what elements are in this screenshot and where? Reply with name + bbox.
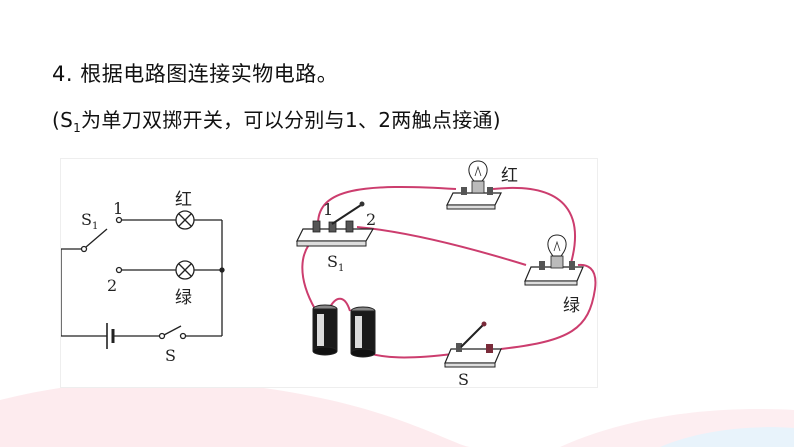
physical-s-label: S (458, 370, 469, 387)
wire-switch-s-to-battery (362, 350, 454, 359)
physical-red-lamp (446, 160, 502, 210)
physical-contact-2-label: 2 (366, 210, 376, 229)
note-subscript: 1 (73, 121, 82, 135)
physical-switch-s1 (296, 201, 375, 247)
wire-junction-to-switch-s (500, 263, 597, 350)
circuit-schematic (61, 210, 225, 349)
note-text: 为单刀双掷开关，可以分别与1、2两触点接通) (81, 108, 501, 132)
switch-s-contact (179, 332, 187, 340)
figure-panel: S1 1 2 红 绿 S (60, 158, 598, 388)
contact-2-dot (115, 266, 123, 274)
wire-s1-contact1-to-red (317, 185, 457, 224)
wire-red-to-junction (492, 186, 576, 264)
physical-labels: 1 2 S1 红 绿 S (323, 166, 580, 387)
question-title: 4. 根据电路图连接实物电路。 (52, 62, 339, 86)
schematic-red-label: 红 (175, 190, 192, 210)
switch-s-pivot (158, 332, 166, 340)
schematic-contact-2-label: 2 (107, 276, 117, 295)
physical-battery-2 (350, 306, 376, 358)
schematic-labels: S1 1 2 红 绿 S (81, 190, 192, 365)
physical-battery-1 (312, 304, 338, 356)
schematic-contact-1-label: 1 (113, 199, 123, 218)
question-note: (S1为单刀双掷开关，可以分别与1、2两触点接通) (52, 104, 501, 135)
contact-1-dot (115, 216, 123, 224)
schematic-green-label: 绿 (175, 288, 192, 308)
circuit-figure: S1 1 2 红 绿 S (61, 160, 597, 387)
wire-s1-contact2-to-green (356, 226, 527, 266)
physical-contact-1-label: 1 (323, 200, 333, 219)
junction-dot (219, 267, 225, 273)
physical-green-lamp (524, 234, 584, 286)
physical-s1-label: S1 (327, 252, 344, 274)
switch-s1-pivot (80, 245, 88, 253)
wire-battery-to-s1 (301, 236, 317, 310)
switch-s-blade (163, 325, 182, 336)
switch-s1-blade (85, 228, 108, 248)
physical-green-label: 绿 (563, 296, 580, 316)
schematic-s1-label: S1 (81, 210, 98, 232)
schematic-s-label: S (165, 346, 176, 365)
physical-switch-s (444, 321, 502, 368)
physical-red-label: 红 (501, 166, 518, 186)
note-prefix: (S (52, 108, 74, 132)
